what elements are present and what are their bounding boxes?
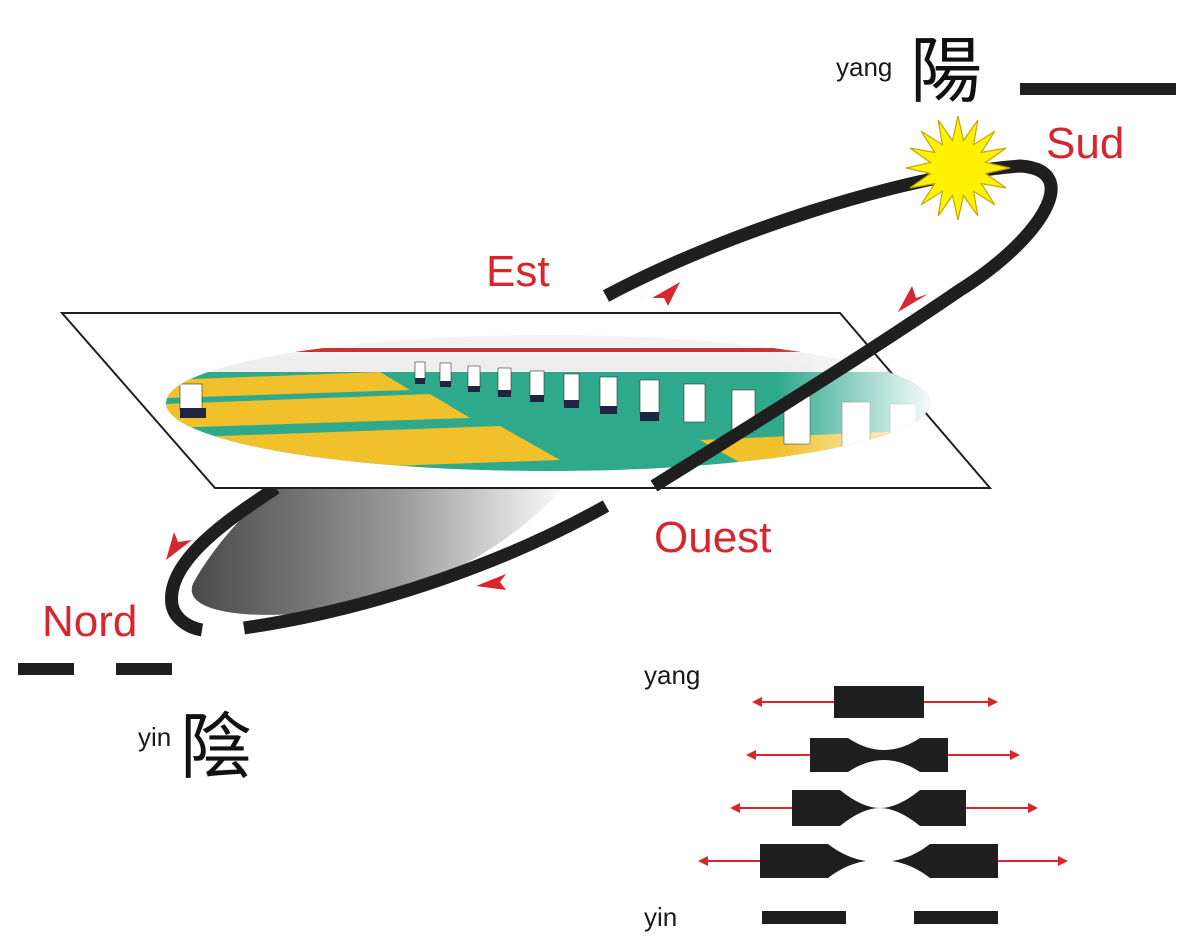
yin-line-right — [116, 663, 172, 675]
legend-yin-right — [914, 911, 998, 924]
sun-icon — [905, 115, 1011, 221]
arrow-icon — [166, 532, 192, 560]
orbit-upper-arc — [602, 159, 1058, 492]
legend-bar-4-left — [760, 844, 866, 878]
yang-small-label: yang — [836, 52, 892, 82]
label-ouest: Ouest — [654, 513, 771, 562]
label-est: Est — [486, 247, 550, 296]
label-sud: Sud — [1046, 119, 1124, 168]
orbit-lower-left-arc — [165, 482, 280, 637]
label-nord: Nord — [42, 597, 137, 646]
legend-yang-label: yang — [644, 660, 700, 690]
sun-rays — [905, 115, 1011, 221]
legend-yin-label: yin — [644, 902, 677, 932]
arrow-icon — [476, 574, 506, 590]
legend-yin-left — [762, 911, 846, 924]
legend-transformation — [698, 686, 1068, 924]
yang-kanji: 陽 — [910, 29, 982, 113]
yang-line — [1020, 83, 1176, 95]
yin-kanji: 陰 — [180, 705, 252, 789]
arrow-icon — [652, 282, 680, 306]
legend-bar-4-right — [892, 844, 998, 878]
shadow-cone — [191, 480, 570, 615]
arrow-icon — [898, 286, 928, 312]
legend-bar-2 — [810, 738, 948, 772]
yin-line-left — [18, 663, 74, 675]
yin-small-label: yin — [138, 722, 171, 752]
orbit-lower-right-arc — [243, 500, 610, 635]
legend-bar-3 — [792, 790, 966, 826]
legend-bar-1 — [834, 686, 924, 718]
orbit-arrows — [166, 282, 928, 590]
